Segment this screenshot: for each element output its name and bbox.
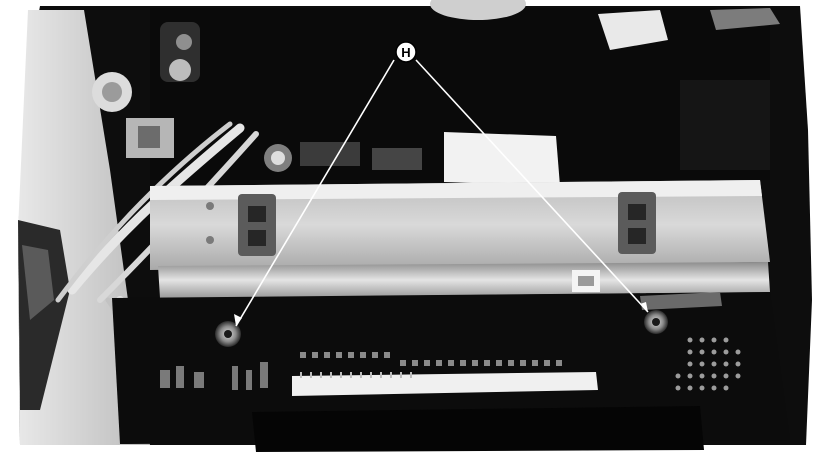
white-label-sticker: [444, 132, 560, 186]
lower-circuit-board: [112, 292, 790, 452]
callout-arrows: [234, 59, 649, 327]
upper-mechanism: [92, 0, 780, 186]
metal-rail: [158, 262, 770, 298]
sheet-metal-panel: [150, 180, 770, 270]
callout-badge: H: [395, 41, 417, 63]
callout-label: H: [401, 45, 410, 60]
edge-connector-strip: [292, 372, 598, 396]
